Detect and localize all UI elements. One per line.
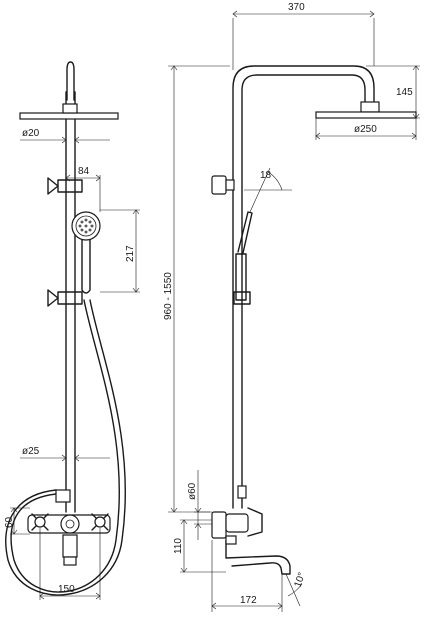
front-view [5, 61, 126, 596]
side-hand-shower [237, 211, 253, 254]
dim-mixer-height: 60 [4, 516, 15, 528]
upper-wall-bracket [47, 177, 83, 195]
side-riser-pipe [232, 65, 375, 509]
side-view [211, 65, 417, 575]
dim-holder-offset: 84 [78, 166, 90, 177]
lower-wall-bracket [47, 289, 83, 307]
front-hand-shower-handle [81, 239, 91, 294]
front-dimensions: ø20 84 217 ø25 60 150 [4, 128, 140, 600]
front-diverter [55, 489, 71, 503]
dim-mixer-spacing: 150 [58, 584, 75, 595]
front-shower-arm [66, 61, 75, 101]
dim-head-dia: ø250 [354, 124, 377, 135]
dim-riser-range: 960 - 1550 [163, 272, 174, 320]
side-upper-bracket [211, 175, 227, 195]
side-dimensions: 370 145 ø250 18 960 - 1550 ø60 110 172 1… [163, 2, 420, 612]
front-hose [10, 299, 120, 593]
dim-outlet-height: 110 [173, 538, 184, 554]
front-spout [62, 534, 78, 558]
front-shower-head [19, 112, 119, 120]
front-mixer-center [60, 514, 80, 534]
dim-hose-dia: ø25 [22, 446, 40, 457]
front-riser-pipe [65, 91, 76, 513]
dim-spout-angle: 10° [292, 571, 308, 589]
side-handle [247, 507, 263, 537]
side-shower-head [315, 111, 417, 119]
dim-handshower-height: 217 [125, 245, 136, 262]
side-shower-head-connector [360, 101, 380, 113]
dim-pipe-dia: ø20 [22, 128, 40, 139]
side-spout [225, 539, 291, 575]
dim-head-drop: 145 [396, 87, 413, 98]
dim-width-top: 370 [288, 2, 305, 13]
dim-spout-reach: 172 [240, 595, 257, 606]
dim-tilt-angle: 18 [260, 170, 272, 181]
dim-outlet-dia: ø60 [187, 482, 198, 500]
side-mixer-body [211, 511, 227, 539]
